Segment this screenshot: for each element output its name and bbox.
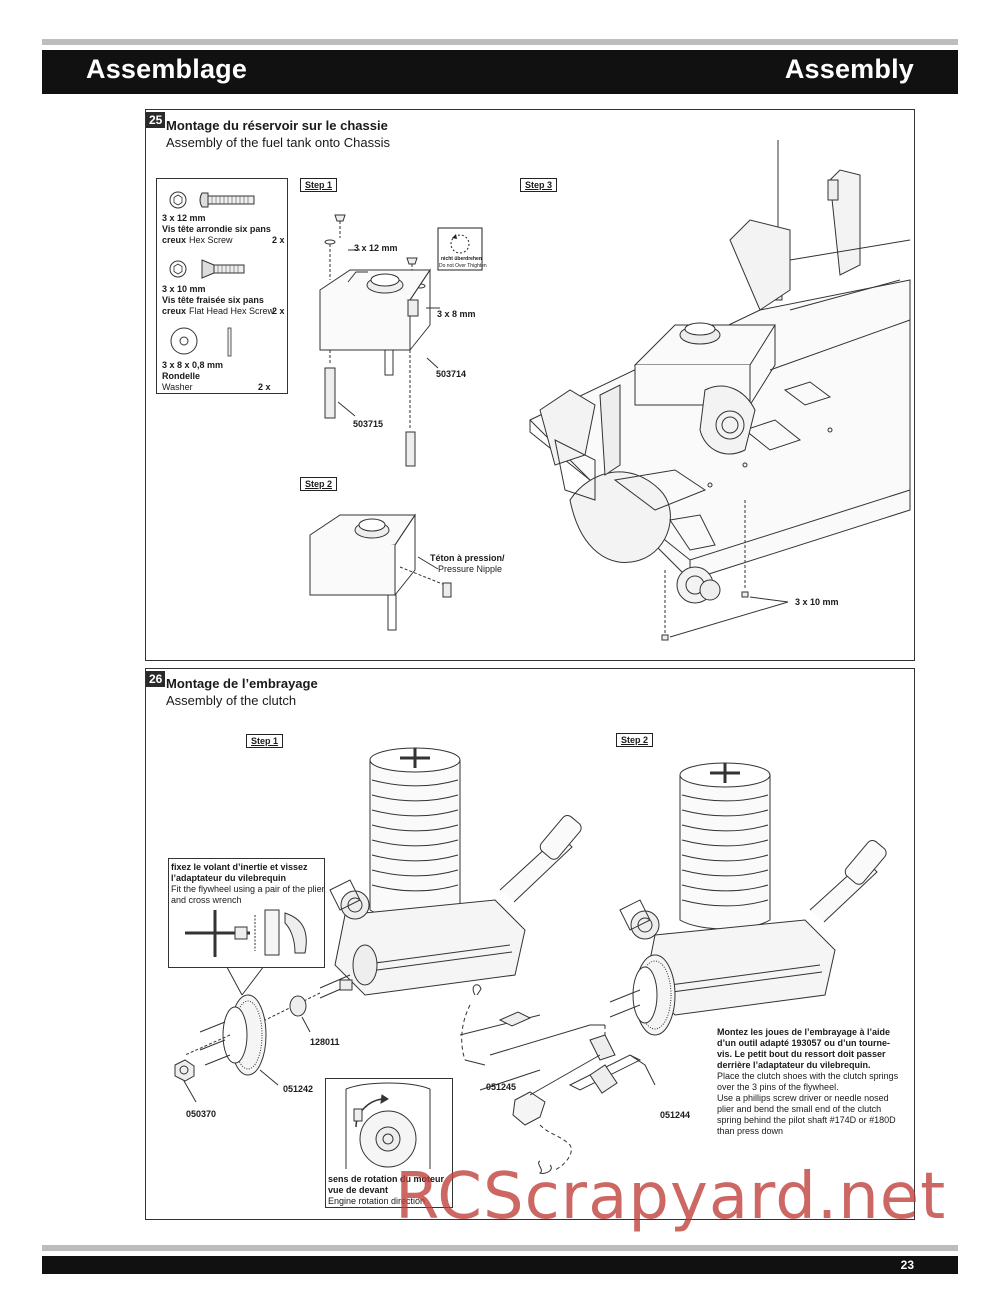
header-title-en: Assembly (784, 54, 914, 84)
rotation-note-fr-1: sens de rotation du moteur (328, 1174, 445, 1184)
watermark-text: RCScrapyard.net (395, 1160, 947, 1234)
section-25-step-3: Step 3 (520, 178, 558, 192)
chassis-step3-drawing (529, 140, 911, 641)
part-050370: 050370 (186, 1109, 217, 1119)
part-128011: 128011 (310, 1037, 340, 1047)
clutch-note-en-1: Place the clutch shoes with the clutch s… (717, 1071, 899, 1081)
top-grey-rule (42, 39, 958, 45)
footer-bar: 23 (42, 1256, 958, 1274)
part-desc-en-3x12: Hex Screw (189, 235, 233, 245)
callout-3x12: 3 x 12 mm (354, 243, 398, 253)
parts-icons (169, 191, 255, 357)
callout-503715: 503715 (353, 419, 384, 429)
part-desc-fr-3x12: Vis tête arrondie six pans (162, 224, 271, 234)
clutch-note-fr-4: derrière l’adaptateur du vilebrequin. (717, 1060, 871, 1070)
header-title-fr: Assemblage (86, 54, 248, 84)
clutch-note-en-5: spring behind the pilot shaft #174D or #… (717, 1115, 896, 1125)
part-desc-fr-3x10: Vis tête fraisée six pans (162, 295, 264, 305)
washer-icon (170, 327, 232, 357)
page-number: 23 (900, 1258, 914, 1272)
clutch-note-fr-2: d’un outil adapté 193057 ou d’un tourne- (717, 1038, 891, 1048)
fuel-tank-step1-drawing (319, 214, 483, 467)
flywheel-note-fr-2: l’adaptateur du vilebrequin (171, 873, 287, 883)
rotation-note-fr-2: vue de devant (328, 1185, 389, 1195)
rotation-note-en: Engine rotation direction (328, 1196, 426, 1206)
parts-list-box (156, 178, 288, 394)
section-26-step-2: Step 2 (616, 733, 654, 747)
torque-warning-icon (437, 227, 483, 271)
clutch-note-en-3: Use a phillips screw driver or needle no… (717, 1093, 889, 1103)
part-051245: 051245 (486, 1082, 517, 1092)
engine-step2-drawing (609, 762, 887, 1036)
part-qty-3x10: 2 x (272, 306, 285, 316)
clutch-note-fr-3: vis. Le petit bout du ressort doit passe… (717, 1049, 886, 1059)
part-051244: 051244 (660, 1110, 691, 1120)
bottom-grey-rule (42, 1245, 958, 1251)
part-size-washer: 3 x 8 x 0,8 mm (162, 360, 224, 370)
part-desc-fr-washer: Rondelle (162, 371, 201, 381)
callout-3x10: 3 x 10 mm (795, 597, 839, 607)
section-26-number: 26 (146, 671, 166, 687)
header-bar: Assemblage Assembly (42, 50, 958, 94)
clutch-note-en-2: over the 3 pins of the flywheel. (717, 1082, 839, 1092)
hex-screw-icon (169, 191, 255, 209)
part-size-3x10: 3 x 10 mm (162, 284, 206, 294)
callout-3x8: 3 x 8 mm (437, 309, 476, 319)
cross-wrench-drawing (185, 909, 307, 957)
flywheel-note-en-2: and cross wrench (171, 895, 242, 905)
part-qty-washer: 2 x (258, 382, 271, 392)
part-desc-fr2-3x10: creux (162, 306, 187, 316)
clutch-note-fr-1: Montez les joues de l’embrayage à l’aide (717, 1027, 891, 1037)
part-051242: 051242 (283, 1084, 314, 1094)
section-25-step-1: Step 1 (300, 178, 338, 192)
section-25-title-en: Assembly of the fuel tank onto Chassis (166, 135, 391, 150)
section-26-title-en: Assembly of the clutch (166, 693, 297, 708)
warning-text-de: nicht überdrehen (441, 256, 482, 262)
warning-text-en: Do not Over Thighten (439, 263, 487, 269)
nipple-label-en: Pressure Nipple (438, 564, 503, 574)
part-desc-en-washer: Washer (162, 382, 193, 392)
flywheel-note-en-1: Fit the flywheel using a pair of the pli… (171, 884, 325, 894)
section-26-title-fr: Montage de l’embrayage (166, 676, 318, 691)
clutch-shoe-exploded-drawing (459, 984, 656, 1174)
nipple-label-fr: Téton à pression/ (430, 553, 505, 563)
fuel-tank-step2-drawing (309, 513, 452, 631)
callout-503714: 503714 (436, 369, 467, 379)
engine-rotation-drawing (345, 1082, 431, 1169)
section-25-number: 25 (146, 112, 166, 128)
clutch-note-en-4: plier and bend the small end of the clut… (717, 1104, 882, 1114)
part-desc-en-3x10: Flat Head Hex Screw (189, 306, 275, 316)
flat-head-screw-icon (169, 259, 245, 279)
section-25-step-2: Step 2 (300, 477, 338, 491)
part-size-3x12: 3 x 12 mm (162, 213, 206, 223)
engine-step1-drawing (174, 747, 582, 1103)
part-desc-fr2-3x12: creux (162, 235, 187, 245)
clutch-note-en-6: than press down (717, 1126, 784, 1136)
section-25-title-fr: Montage du réservoir sur le chassie (166, 118, 388, 133)
section-26-step-1: Step 1 (246, 734, 284, 748)
part-qty-3x12: 2 x (272, 235, 285, 245)
flywheel-note-fr-1: fixez le volant d’inertie et vissez (171, 862, 308, 872)
